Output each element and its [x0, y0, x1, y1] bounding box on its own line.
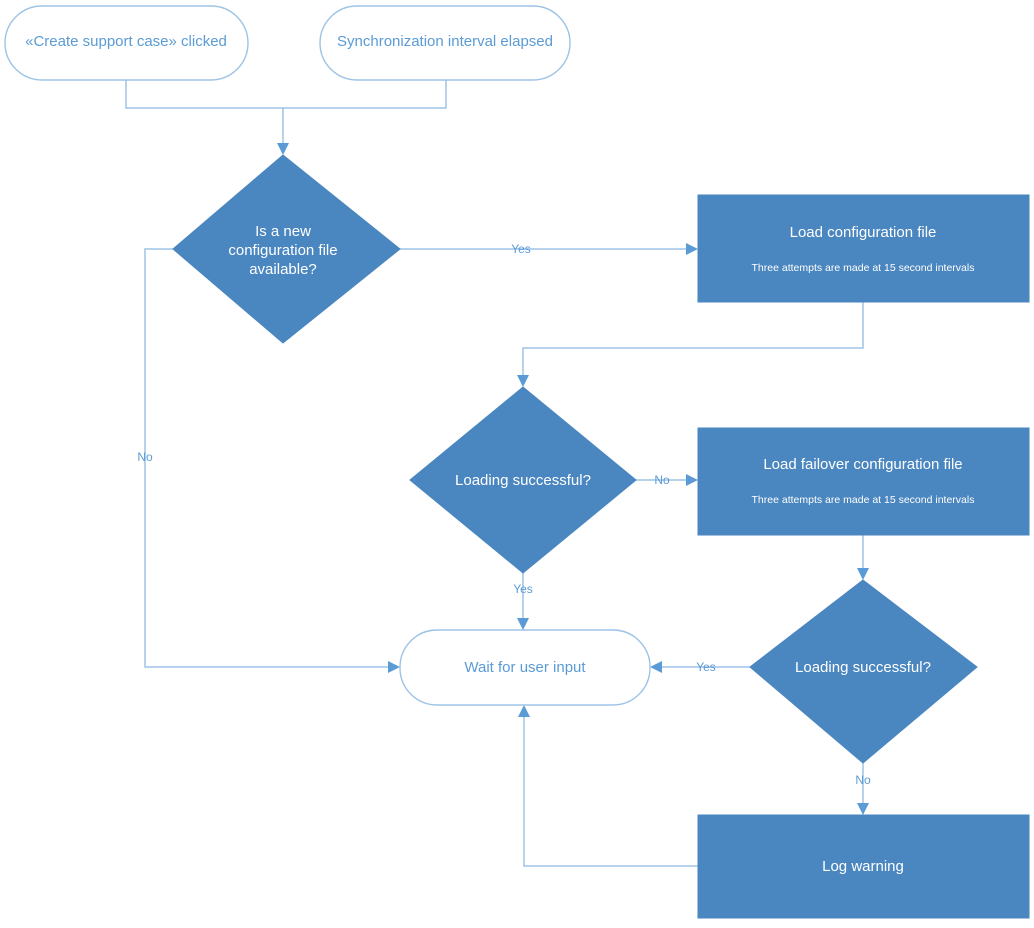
decision-new-config-line2: configuration file	[228, 242, 337, 259]
arrowhead-decision2-yes	[517, 618, 529, 630]
start-create-case-shape[interactable]	[4, 5, 249, 81]
start-sync-interval-shape[interactable]	[319, 5, 571, 81]
wait-for-user-input-shape[interactable]	[399, 629, 651, 706]
edge-label-loading1-yes: Yes	[513, 582, 533, 596]
node-decision-new-config[interactable]: Is a new configuration file available?	[172, 154, 401, 344]
edge-starts-bus	[125, 80, 447, 109]
process-log-warning-shape[interactable]	[697, 814, 1030, 919]
decision-new-config-shape[interactable]	[172, 154, 401, 344]
edge-loadconfig-to-decision2	[522, 302, 864, 377]
node-process-load-failover-configuration-file[interactable]: Load failover configuration file Three a…	[697, 427, 1030, 536]
process-load-config-sublabel: Three attempts are made at 15 second int…	[752, 262, 975, 274]
node-start-sync-interval[interactable]: Synchronization interval elapsed	[319, 5, 571, 81]
start-sync-interval-label: Synchronization interval elapsed	[337, 33, 553, 50]
node-decision-loading-successful-1[interactable]: Loading successful?	[409, 386, 637, 574]
edge-label-loading2-yes: Yes	[696, 660, 716, 674]
node-wait-for-user-input[interactable]: Wait for user input	[399, 629, 651, 706]
process-load-failover-sublabel: Three attempts are made at 15 second int…	[752, 494, 975, 506]
process-load-config-shape[interactable]	[697, 194, 1030, 303]
decision-loading-successful-2-shape[interactable]	[749, 579, 978, 764]
process-load-failover-label: Load failover configuration file	[763, 456, 962, 473]
edge-label-loading1-no: No	[654, 473, 670, 487]
decision-loading-successful-2-label: Loading successful?	[795, 659, 931, 676]
edge-label-new-config-no: No	[137, 450, 153, 464]
process-log-warning-label: Log warning	[822, 858, 904, 875]
arrowhead-decision1-no	[388, 661, 400, 673]
decision-loading-successful-1-label: Loading successful?	[455, 472, 591, 489]
edge-label-loading2-no: No	[855, 773, 871, 787]
edge-label-new-config-yes: Yes	[511, 242, 531, 256]
start-create-case-label: «Create support case» clicked	[25, 33, 227, 50]
arrowhead-decision1-yes	[686, 243, 698, 255]
decision-new-config-line1: Is a new	[255, 223, 311, 240]
decision-loading-successful-1-shape[interactable]	[409, 386, 637, 574]
arrowhead-loadconfig-to-decision2	[517, 375, 529, 387]
node-process-load-configuration-file[interactable]: Load configuration file Three attempts a…	[697, 194, 1030, 303]
node-decision-loading-successful-2[interactable]: Loading successful?	[749, 579, 978, 764]
decision-new-config-line3: available?	[249, 261, 317, 278]
process-load-failover-shape[interactable]	[697, 427, 1030, 536]
edge-logwarning-to-wait	[523, 715, 698, 867]
arrowhead-to-decision1	[277, 143, 289, 155]
arrowhead-decision3-no	[857, 803, 869, 815]
node-start-create-support-case[interactable]: «Create support case» clicked	[4, 5, 249, 81]
edge-layer: Yes No No Yes Yes	[125, 80, 871, 867]
process-load-config-label: Load configuration file	[790, 224, 937, 241]
arrowhead-failover-to-decision3	[857, 568, 869, 580]
arrowhead-decision3-yes	[650, 661, 662, 673]
arrowhead-logwarning-to-wait	[518, 705, 530, 717]
wait-for-user-input-label: Wait for user input	[464, 659, 586, 676]
edge-decision1-no	[144, 248, 390, 668]
node-process-log-warning[interactable]: Log warning	[697, 814, 1030, 919]
arrowhead-decision2-no	[686, 474, 698, 486]
